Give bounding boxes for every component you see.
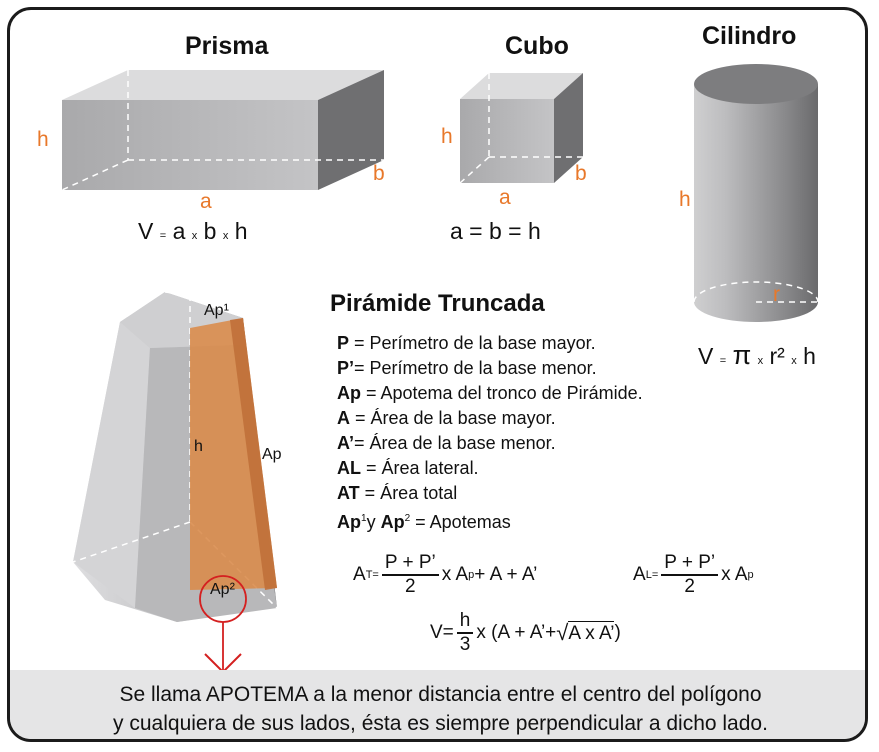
- footer-line-1: Se llama APOTEMA a la menor distancia en…: [119, 683, 762, 706]
- cubo-formula: a = b = h: [450, 218, 541, 244]
- piramide-definitions: P = Perímetro de la base mayor. P’= Perí…: [337, 331, 643, 535]
- diagram-frame: Prisma h b a V = a x b x h Cubo h b a a …: [7, 7, 868, 742]
- cilindro-figure: [693, 64, 819, 322]
- cilindro-h-label: h: [679, 188, 691, 211]
- cubo-figure: [459, 73, 583, 184]
- piramide-h-label: h: [194, 438, 203, 455]
- piramide-ap2-label: Ap²: [210, 581, 235, 598]
- definition-item: Ap1y Ap2 = Apotemas: [337, 512, 511, 532]
- piramide-figure: [72, 291, 278, 674]
- footer-line-2: y cualquiera de sus lados, ésta es siemp…: [113, 712, 768, 735]
- prisma-b-label: b: [373, 162, 385, 185]
- prisma-h-label: h: [37, 128, 49, 151]
- prisma-title: Prisma: [185, 32, 269, 60]
- definition-item: P’= Perímetro de la base menor.: [337, 358, 597, 378]
- cubo-title: Cubo: [505, 32, 569, 60]
- definition-item: A’= Área de la base menor.: [337, 433, 556, 453]
- definition-item: Ap = Apotema del tronco de Pirámide.: [337, 383, 643, 403]
- cilindro-title: Cilindro: [702, 22, 797, 50]
- footer-note: Se llama APOTEMA a la menor distancia en…: [10, 670, 865, 739]
- piramide-ap-label: Ap: [262, 446, 282, 463]
- piramide-ap1-label: Ap¹: [204, 302, 229, 319]
- definition-item: AL = Área lateral.: [337, 458, 479, 478]
- cilindro-formula: V = π x r² x h: [698, 340, 816, 370]
- prisma-figure: [61, 70, 384, 191]
- definition-item: AT = Área total: [337, 483, 458, 503]
- definition-item: P = Perímetro de la base mayor.: [337, 333, 596, 353]
- cilindro-r-label: r: [773, 283, 780, 306]
- cubo-h-label: h: [441, 125, 453, 148]
- prisma-a-label: a: [200, 190, 212, 213]
- cubo-a-label: a: [499, 186, 511, 209]
- cubo-b-label: b: [575, 162, 587, 185]
- piramide-title: Pirámide Truncada: [330, 290, 545, 317]
- definition-item: A = Área de la base mayor.: [337, 408, 556, 428]
- prisma-formula: V = a x b x h: [138, 218, 248, 244]
